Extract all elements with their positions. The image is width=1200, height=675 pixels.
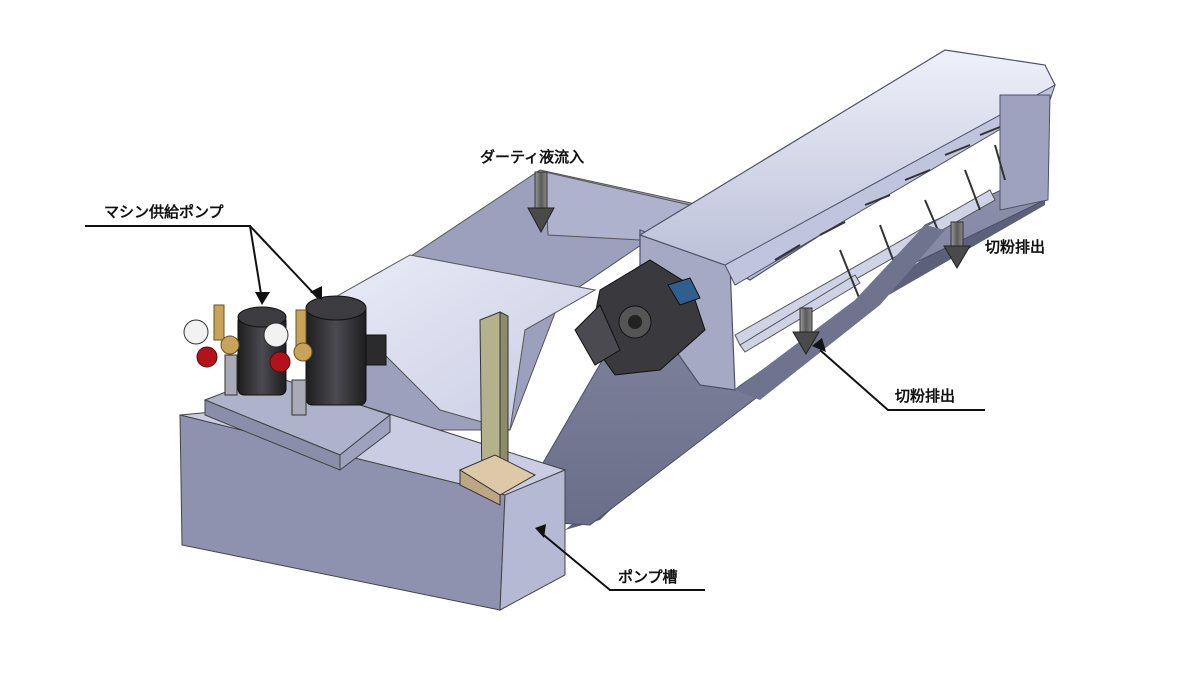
leader-chip-lower bbox=[819, 349, 985, 411]
conveyor-body bbox=[329, 49, 1056, 530]
level-switch-bracket bbox=[458, 311, 537, 506]
leader-pump-left bbox=[85, 225, 263, 301]
label-pump-tank: ポンプ槽 bbox=[618, 568, 678, 586]
pump-left bbox=[183, 304, 287, 396]
inflow-arrow bbox=[527, 171, 555, 234]
discharge-arrow-upper bbox=[943, 221, 971, 269]
gear-motor bbox=[574, 259, 706, 376]
label-machine-pump: マシン供給ポンプ bbox=[104, 203, 224, 221]
label-dirty-inflow: ダーティ液流入 bbox=[480, 148, 585, 166]
leader-pump-tank bbox=[539, 531, 705, 591]
pump-right bbox=[263, 295, 387, 416]
leader-lines bbox=[85, 225, 985, 591]
label-chip-discharge-upper: 切粉排出 bbox=[985, 238, 1046, 256]
discharge-arrow-lower bbox=[792, 307, 820, 355]
label-chip-discharge-lower: 切粉排出 bbox=[895, 387, 956, 405]
leader-pump-right bbox=[249, 225, 319, 299]
